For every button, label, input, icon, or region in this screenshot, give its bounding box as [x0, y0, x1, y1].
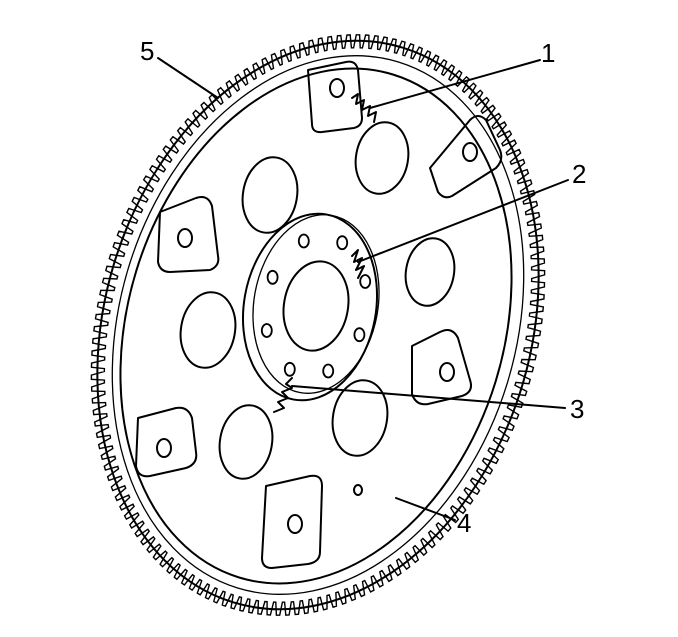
bolt-hole	[260, 323, 273, 338]
bolt-hole	[297, 233, 310, 249]
ring-gear-root	[111, 55, 525, 595]
crack-marker-1	[351, 93, 377, 123]
callout-label-5: 5	[140, 36, 154, 66]
lightening-holes	[179, 121, 456, 480]
bolt-hole	[322, 363, 335, 379]
mounting-boss-left	[157, 196, 220, 273]
ring-gear-teeth	[90, 34, 546, 616]
callout-label-3: 3	[570, 394, 584, 424]
mounting-boss-top	[307, 60, 363, 134]
callout-label-4: 4	[457, 508, 471, 538]
mounting-boss-right	[411, 329, 472, 406]
mounting-boss-bottom	[261, 474, 323, 569]
crankshaft-bolt-holes	[260, 233, 372, 379]
crack-marker-2	[351, 249, 365, 279]
callout-label-1: 1	[541, 38, 555, 68]
balance-hole	[353, 484, 363, 496]
bolt-hole	[266, 269, 279, 285]
bolt-hole	[283, 361, 296, 377]
bolt-hole	[359, 274, 372, 289]
mounting-boss-lower-left	[135, 406, 198, 478]
ring-gear-outline	[96, 39, 540, 611]
bolt-hole	[336, 235, 349, 251]
bolt-hole	[353, 327, 366, 343]
leader-lines	[157, 57, 569, 521]
callout-label-2: 2	[572, 159, 586, 189]
flexplate-face	[119, 67, 513, 585]
center-hub	[241, 212, 380, 402]
ring-gear-tooth-profile	[90, 34, 546, 616]
mounting-boss-upper-right	[429, 115, 503, 199]
crack-marker-3	[273, 377, 293, 413]
